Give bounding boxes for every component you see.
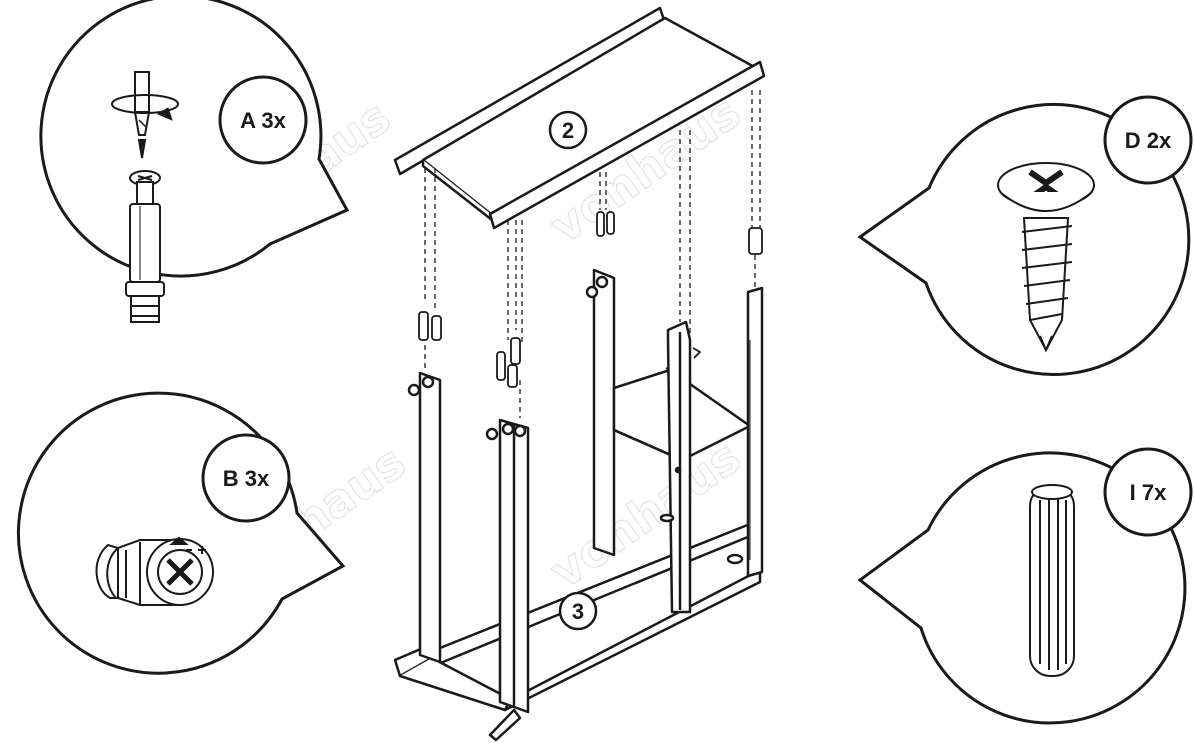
panel-number-2: 2 xyxy=(548,110,588,150)
callout-bubble-b xyxy=(16,391,346,675)
frame-assembly xyxy=(393,6,766,742)
part-i-label-circle xyxy=(1103,447,1193,537)
callout-part-a xyxy=(39,0,350,323)
part-b-label-circle xyxy=(201,433,291,523)
cam-bolt-icon xyxy=(111,71,179,323)
part-d-label: D 2x xyxy=(1125,128,1172,153)
hardware-group xyxy=(418,211,763,388)
top-panel xyxy=(393,6,766,230)
panel-number-3-label: 3 xyxy=(572,599,584,624)
part-b-label: B 3x xyxy=(223,466,270,491)
right-side-panel xyxy=(746,286,764,578)
middle-divider xyxy=(585,268,616,557)
part-a-label: A 3x xyxy=(240,108,286,133)
right-inner-post xyxy=(666,320,692,614)
center-front-panel xyxy=(485,418,530,714)
part-d-label-circle xyxy=(1103,95,1193,185)
wooden-dowel-icon xyxy=(1029,484,1075,677)
guide-lines xyxy=(424,90,761,418)
callout-part-i xyxy=(857,447,1193,725)
callout-part-d xyxy=(857,95,1193,376)
callout-bubble-a xyxy=(39,0,350,278)
part-i-label: I 7x xyxy=(1130,480,1167,505)
screw-icon xyxy=(997,162,1095,353)
panel-number-3: 3 xyxy=(558,591,598,631)
callout-bubble-i xyxy=(857,451,1187,725)
callout-part-b xyxy=(16,391,346,675)
left-side-panel xyxy=(407,371,442,664)
panel-number-2-label: 2 xyxy=(562,118,574,143)
cam-lock-icon xyxy=(95,536,214,606)
part-a-label-circle xyxy=(218,75,308,165)
